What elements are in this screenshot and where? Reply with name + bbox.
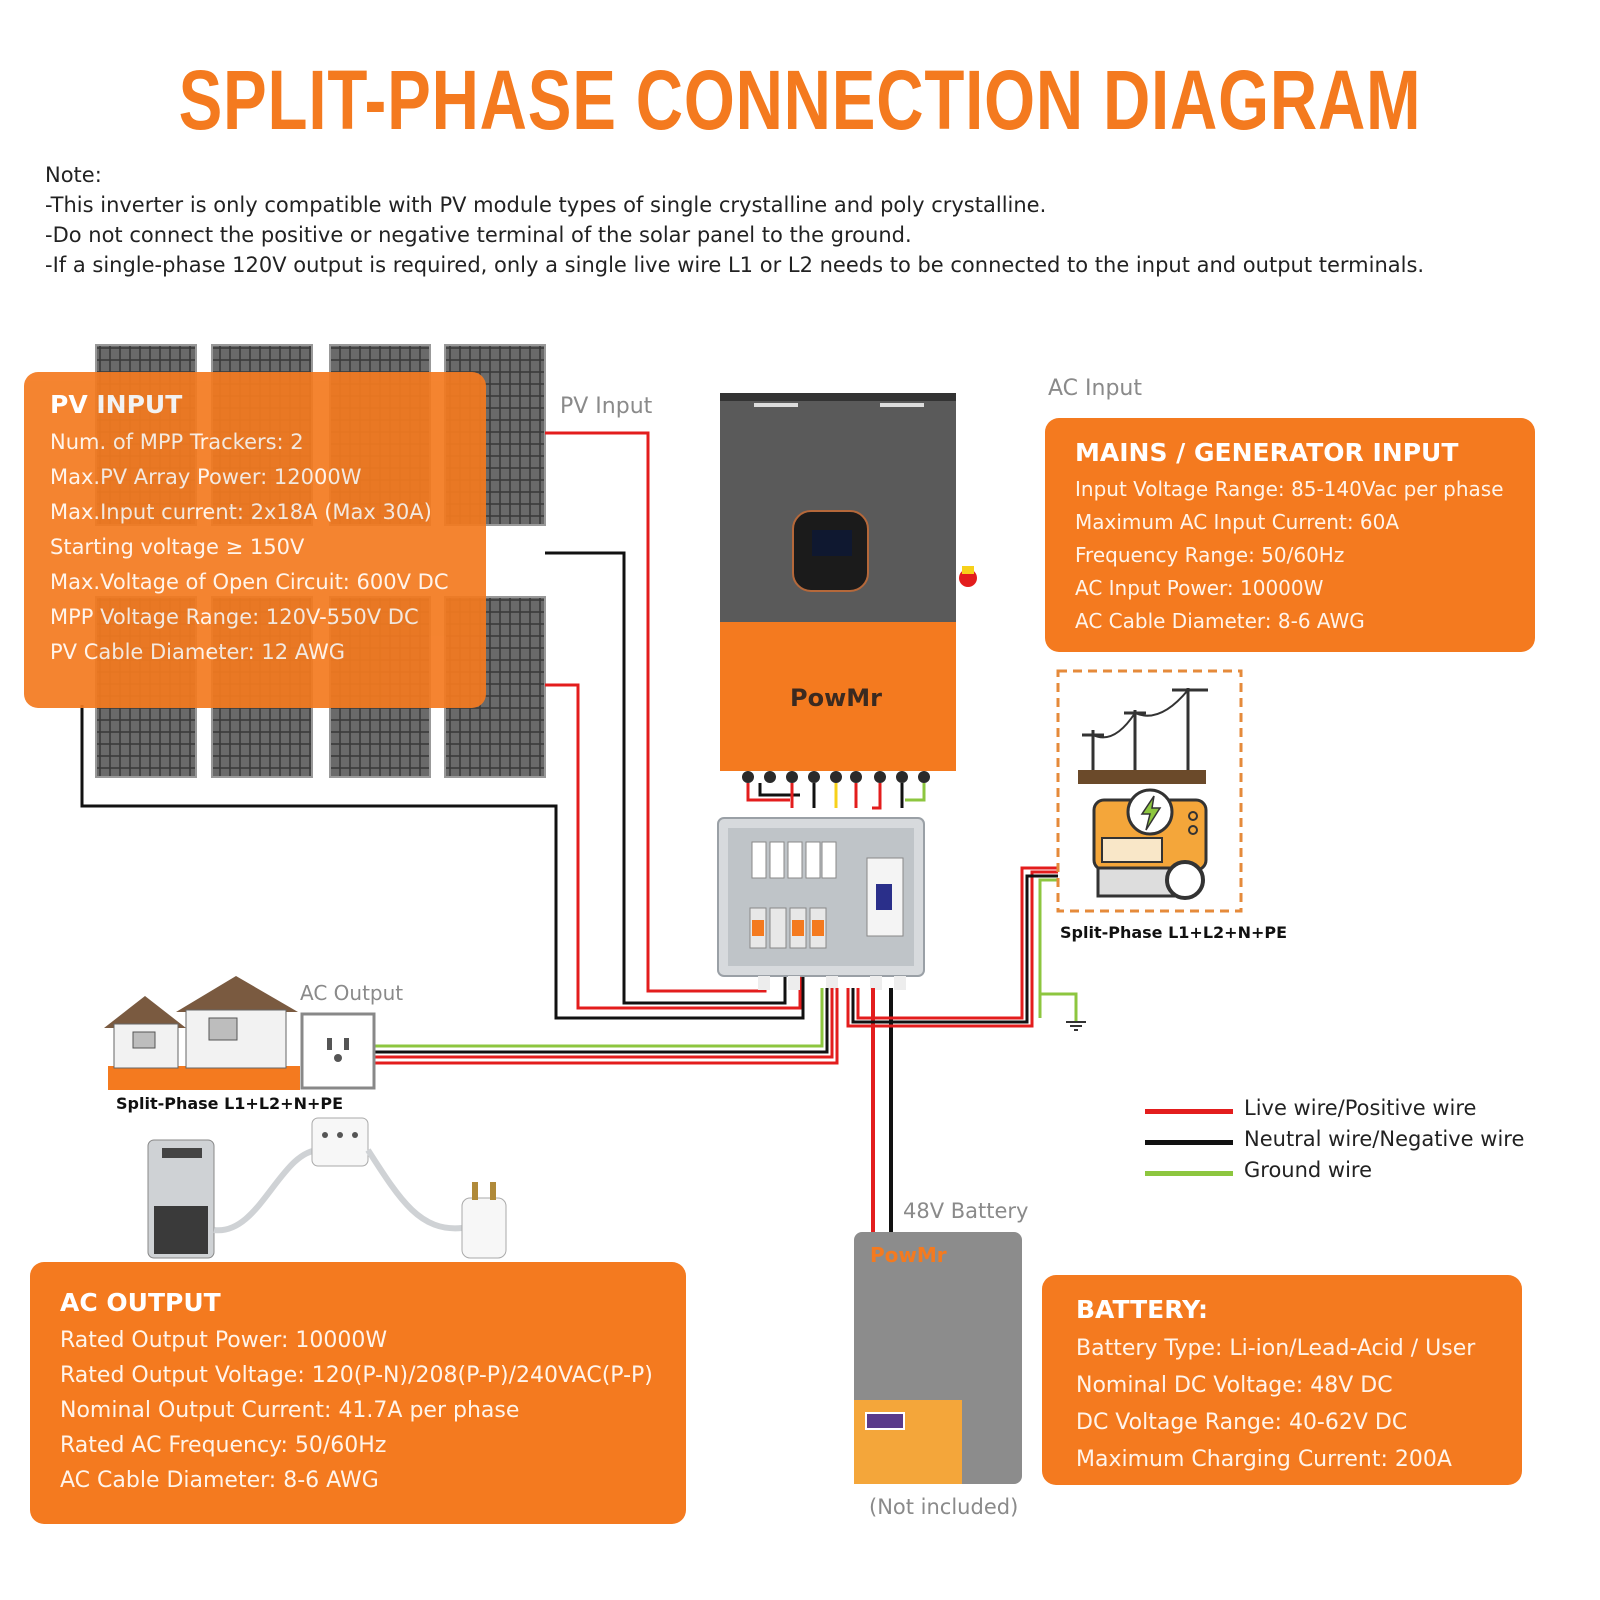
note-line: -Do not connect the positive or negative… xyxy=(45,223,912,247)
notes: Note: -This inverter is only compatible … xyxy=(45,160,1424,280)
house-icon xyxy=(104,976,300,1090)
pv-input-title: PV INPUT xyxy=(50,390,183,419)
ac-input-label: AC Input xyxy=(1048,376,1142,401)
page-title: SPLIT-PHASE CONNECTION DIAGRAM xyxy=(178,53,1422,147)
not-included-label: (Not included) xyxy=(869,1495,1019,1519)
power-strip-icon xyxy=(311,1117,369,1167)
note-line: -If a single-phase 120V output is requir… xyxy=(45,253,1425,277)
battery-icon xyxy=(854,1232,1022,1484)
legend-swatch xyxy=(1145,1171,1233,1176)
ac-output-label: AC Output xyxy=(300,981,404,1005)
ac-output-line: Rated AC Frequency: 50/60Hz xyxy=(60,1433,387,1458)
mains-input-line: Input Voltage Range: 85-140Vac per phase xyxy=(1075,477,1504,501)
pv-input-line: Max.Input current: 2x18A (Max 30A) xyxy=(50,500,432,524)
mains-input-line: Maximum AC Input Current: 60A xyxy=(1075,510,1400,534)
inverter-brand: PowMr xyxy=(790,684,882,712)
pv-input-card: PV INPUT Num. of MPP Trackers: 2 Max.PV … xyxy=(24,372,486,708)
wall-outlet-icon xyxy=(300,1012,376,1090)
mains-input-line: Frequency Range: 50/60Hz xyxy=(1075,543,1345,567)
split-phase-input-label: Split-Phase L1+L2+N+PE xyxy=(1060,923,1288,942)
battery-line: Maximum Charging Current: 200A xyxy=(1076,1447,1452,1472)
pv-input-label: PV Input xyxy=(560,394,653,419)
battery-line: Battery Type: Li-ion/Lead-Acid / User xyxy=(1076,1336,1476,1361)
pv-input-line: PV Cable Diameter: 12 AWG xyxy=(50,640,346,664)
note-line: -This inverter is only compatible with P… xyxy=(45,193,1047,217)
lightning-icon xyxy=(1126,788,1174,836)
coffee-maker-icon xyxy=(147,1139,215,1259)
legend-label: Ground wire xyxy=(1244,1158,1373,1182)
battery-card: BATTERY: Battery Type: Li-ion/Lead-Acid … xyxy=(1042,1275,1522,1485)
mains-input-card: MAINS / GENERATOR INPUT Input Voltage Ra… xyxy=(1045,418,1535,652)
mains-input-title: MAINS / GENERATOR INPUT xyxy=(1075,438,1459,467)
ac-output-title: AC OUTPUT xyxy=(60,1288,221,1317)
pv-input-line: Num. of MPP Trackers: 2 xyxy=(50,430,304,454)
ac-output-line: AC Cable Diameter: 8-6 AWG xyxy=(60,1468,379,1493)
pv-input-line: Starting voltage ≥ 150V xyxy=(50,535,305,559)
pv-input-line: MPP Voltage Range: 120V-550V DC xyxy=(50,605,419,629)
legend-swatch xyxy=(1145,1109,1233,1114)
battery-line: DC Voltage Range: 40-62V DC xyxy=(1076,1410,1408,1435)
split-phase-output-label: Split-Phase L1+L2+N+PE xyxy=(116,1094,344,1113)
ac-output-card: AC OUTPUT Rated Output Power: 10000W Rat… xyxy=(30,1262,686,1524)
legend-label: Live wire/Positive wire xyxy=(1244,1096,1477,1120)
battery-line: Nominal DC Voltage: 48V DC xyxy=(1076,1373,1393,1398)
plug-icon xyxy=(461,1182,507,1259)
ac-output-line: Rated Output Voltage: 120(P-N)/208(P-P)/… xyxy=(60,1363,653,1388)
inverter-icon xyxy=(720,393,977,783)
legend-label: Neutral wire/Negative wire xyxy=(1244,1127,1525,1151)
mains-input-line: AC Cable Diameter: 8-6 AWG xyxy=(1075,609,1365,633)
pv-input-line: Max.PV Array Power: 12000W xyxy=(50,465,362,489)
pv-input-line: Max.Voltage of Open Circuit: 600V DC xyxy=(50,570,449,594)
ground-symbol-icon xyxy=(1066,1021,1086,1031)
mains-input-line: AC Input Power: 10000W xyxy=(1075,576,1324,600)
power-pole-icon xyxy=(1078,688,1208,784)
legend-swatch xyxy=(1145,1140,1233,1145)
battery-brand: PowMr xyxy=(870,1243,947,1267)
notes-heading: Note: xyxy=(45,163,102,187)
ac-output-line: Rated Output Power: 10000W xyxy=(60,1328,388,1353)
distribution-box-icon xyxy=(717,817,925,990)
battery-title: BATTERY: xyxy=(1076,1295,1209,1324)
battery-label: 48V Battery xyxy=(903,1199,1029,1223)
ac-output-line: Nominal Output Current: 41.7A per phase xyxy=(60,1398,520,1423)
